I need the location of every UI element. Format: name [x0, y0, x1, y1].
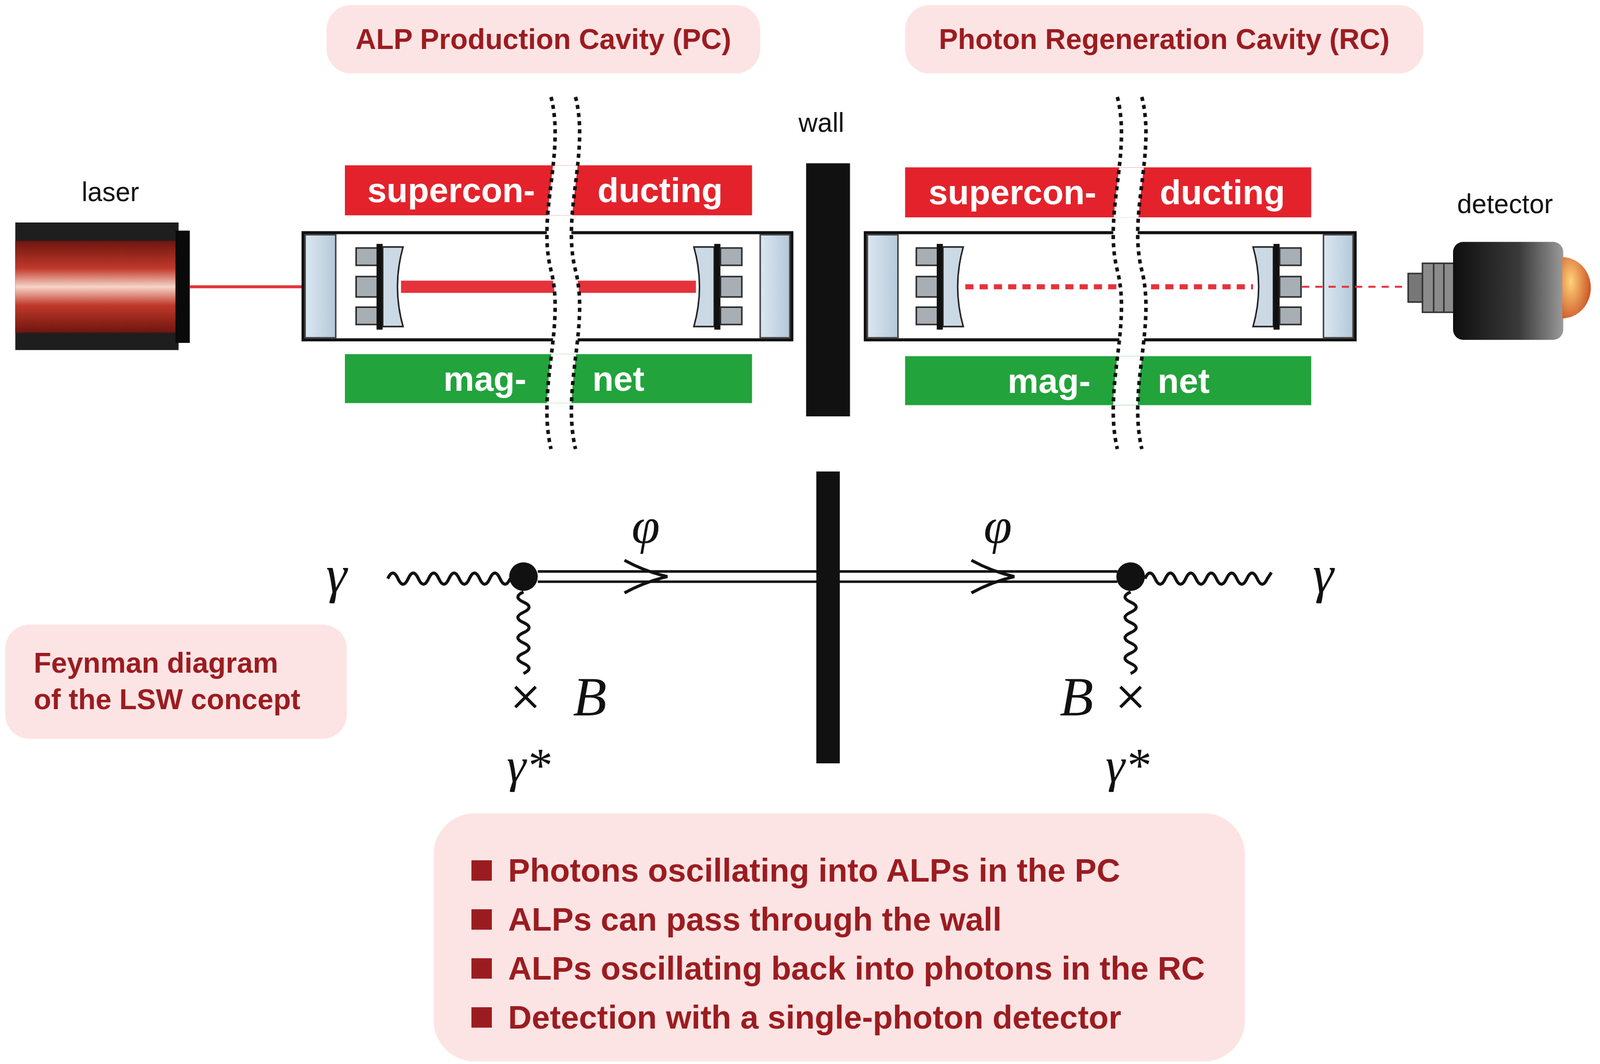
- alp-arrowhead: [971, 560, 1015, 593]
- note-pill: Feynman diagram of the LSW concept: [5, 624, 347, 739]
- coil-label: mag-: [443, 357, 527, 400]
- vertex: [1116, 562, 1146, 591]
- detector-connector: [1443, 263, 1445, 313]
- particle-symbol: φ: [983, 497, 1012, 554]
- device-label: wall: [798, 107, 845, 138]
- magnet-coil-band: mag-net: [344, 354, 752, 404]
- alp-arrowhead: [624, 560, 668, 593]
- break-line: [571, 354, 580, 404]
- cavity-tube: [865, 232, 1356, 341]
- mirror-holder: [720, 307, 742, 325]
- mirror-mount: [936, 243, 944, 330]
- detector-body: [1453, 241, 1564, 340]
- break-line: [547, 354, 556, 404]
- laser-front: [175, 230, 190, 343]
- mirror-holder: [356, 276, 378, 297]
- bullet-item: ALPs can pass through the wall: [507, 895, 1002, 945]
- magnet-coil-band: mag-net: [904, 356, 1312, 406]
- detector-window: [1562, 257, 1592, 319]
- cavity-tube: [303, 232, 792, 341]
- mirror-mount: [1273, 243, 1280, 330]
- length-break: [559, 354, 568, 404]
- length-break: [1125, 356, 1134, 406]
- length-break: [559, 165, 568, 216]
- virtual-photon-line: [517, 591, 530, 674]
- regenerated-beam: [1301, 285, 1409, 288]
- length-break: [344, 354, 752, 404]
- photon-line: [387, 573, 511, 585]
- heading-text: ALP Production Cavity (PC): [355, 22, 731, 57]
- device-label: laser: [81, 177, 140, 207]
- cavity-beam: [401, 280, 697, 294]
- end-window: [305, 234, 337, 338]
- length-break: [1125, 167, 1134, 218]
- break-line: [1113, 167, 1122, 218]
- mirror-holder: [1279, 276, 1301, 297]
- break-line: [547, 165, 556, 216]
- heading-pill: Photon Regeneration Cavity (RC): [904, 5, 1424, 74]
- cavity-mirror: [382, 246, 403, 327]
- particle-symbol: γ*: [506, 738, 551, 792]
- field-symbol: B: [1059, 666, 1094, 728]
- mirror-holder: [1279, 247, 1301, 266]
- mirror-holder: [356, 307, 378, 325]
- coil-label: supercon-: [928, 171, 1097, 214]
- bullet-item: ALPs oscillating back into photons in th…: [507, 944, 1205, 994]
- mirror-holder: [916, 276, 938, 297]
- detector-connector: [1422, 263, 1456, 313]
- cavity-mirror: [1253, 246, 1274, 327]
- coil-label: supercon-: [367, 169, 536, 212]
- coil-label: ducting: [1159, 171, 1285, 214]
- end-window: [867, 234, 899, 338]
- particle-symbol: γ*: [1105, 738, 1150, 792]
- cavity-mirror: [693, 246, 715, 327]
- coil-label: mag-: [1007, 359, 1091, 402]
- virtual-photon-line: [1124, 591, 1137, 674]
- particle-symbol: φ: [631, 497, 660, 554]
- mirror-holder: [356, 247, 378, 266]
- field-source-cross: [1120, 686, 1141, 708]
- particle-symbol: γ: [326, 544, 347, 603]
- magnet-coil-band: supercon-ducting: [344, 165, 752, 216]
- mirror-mount: [376, 243, 383, 330]
- coil-label: ducting: [597, 169, 723, 212]
- particle-symbol: γ: [1312, 544, 1334, 603]
- bullet-item: Detection with a single-photon detector: [507, 993, 1122, 1043]
- length-break: [559, 96, 568, 450]
- wall: [805, 163, 850, 417]
- break-line: [1113, 356, 1122, 406]
- break-line: [1137, 167, 1147, 218]
- field-symbol: B: [573, 666, 607, 728]
- photon-line: [1144, 572, 1272, 585]
- regenerated-beam: [965, 283, 1254, 290]
- mirror-holder: [916, 307, 938, 325]
- detector-connector: [1432, 263, 1435, 313]
- note-text: Feynman diagram of the LSW concept: [33, 645, 307, 719]
- field-source-cross: [515, 686, 536, 708]
- mirror-mount: [714, 243, 721, 330]
- device-label: detector: [1457, 189, 1554, 219]
- mirror-holder: [720, 276, 742, 297]
- coil-label: net: [1157, 359, 1210, 402]
- bullet-panel: Photons oscillating into ALPs in the PCA…: [433, 813, 1245, 1062]
- vertex: [509, 562, 538, 591]
- mirror-holder: [916, 247, 938, 266]
- length-break: [904, 356, 1312, 406]
- cavity-mirror: [943, 246, 964, 327]
- heading-text: Photon Regeneration Cavity (RC): [938, 22, 1390, 57]
- break-line: [1137, 356, 1147, 406]
- end-window: [760, 234, 790, 338]
- laser-body: [15, 222, 179, 351]
- heading-pill: ALP Production Cavity (PC): [326, 5, 761, 74]
- break-line: [571, 165, 580, 216]
- laser-gain-medium: [15, 240, 176, 333]
- coil-label: net: [592, 357, 645, 400]
- mirror-holder: [720, 247, 742, 266]
- bullet-item: Photons oscillating into ALPs in the PC: [507, 846, 1121, 896]
- wall: [816, 471, 840, 764]
- mirror-holder: [1279, 307, 1301, 325]
- length-break: [1125, 96, 1134, 450]
- magnet-coil-band: supercon-ducting: [904, 167, 1312, 218]
